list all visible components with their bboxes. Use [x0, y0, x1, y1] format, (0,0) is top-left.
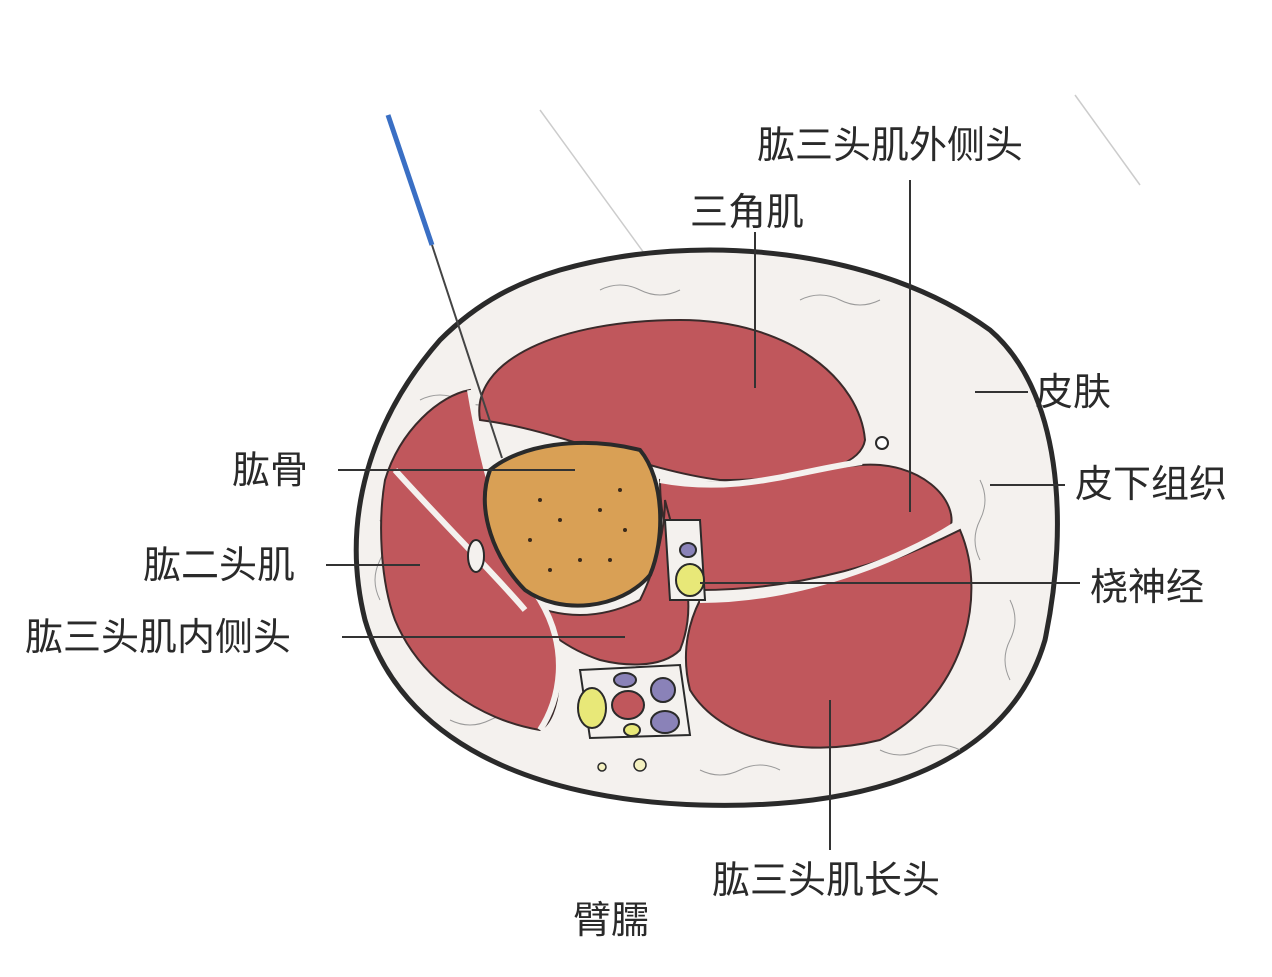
small-vessel [875, 436, 889, 450]
diagram-title: 臂臑 [573, 898, 649, 942]
acupuncture-needle-shaft [431, 244, 503, 459]
acupuncture-needle-handle [385, 114, 435, 246]
label-radial-nerve: 桡神经 [1090, 565, 1204, 609]
fascia-line [392, 467, 528, 612]
label-subcutaneous: 皮下组织 [1075, 462, 1227, 506]
small-vessel [467, 539, 485, 573]
bone-marrow-dots [528, 488, 627, 572]
humerus-bone [482, 440, 663, 608]
label-skin: 皮肤 [1035, 370, 1111, 414]
fascia-line [699, 522, 957, 603]
label-triceps-long: 肱三头肌长头 [712, 858, 940, 902]
medial-neurovascular-bundle [577, 663, 692, 740]
small-vessel [597, 762, 607, 772]
label-biceps: 肱二头肌 [143, 543, 295, 587]
label-humerus: 肱骨 [232, 448, 308, 492]
label-deltoid: 三角肌 [690, 190, 804, 234]
fascia-line [659, 459, 863, 488]
label-triceps-medial: 肱三头肌内侧头 [25, 615, 291, 659]
radial-nerve-bundle [663, 519, 707, 601]
small-vessel [633, 758, 647, 772]
background-line [1074, 94, 1141, 186]
label-triceps-lateral: 肱三头肌外侧头 [757, 123, 1023, 167]
